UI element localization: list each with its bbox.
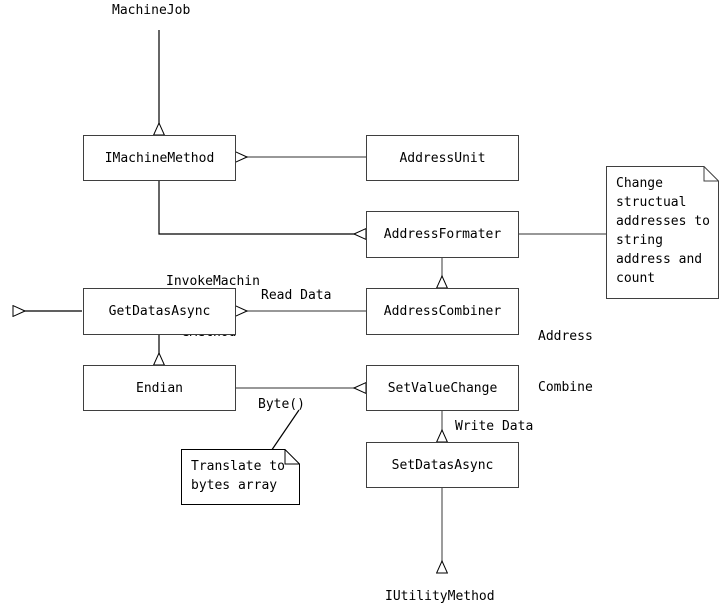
edge-label-byte-array: Byte() <box>258 397 305 412</box>
invoke-line-1: InvokeMachin <box>166 274 260 289</box>
edge-label-address-combine: Address Combine <box>538 294 593 430</box>
note-shape-translate-bytes <box>181 449 300 505</box>
node-addressformater[interactable]: AddressFormater <box>366 211 519 258</box>
node-label-addressunit: AddressUnit <box>399 150 486 166</box>
machinejob-label: MachineJob <box>112 3 191 18</box>
node-setdatasasync[interactable]: SetDatasAsync <box>366 442 519 488</box>
edge-label-read-data: Read Data <box>261 288 332 303</box>
note-text-address-change: Change structual addresses to string add… <box>616 176 710 286</box>
edge-label-write-data: Write Data <box>455 419 534 434</box>
node-imachinemethod[interactable]: IMachineMethod <box>83 135 236 181</box>
node-label-addresscombiner: AddressCombiner <box>383 304 502 319</box>
note-text-translate-bytes: Translate to bytes array <box>191 459 285 493</box>
edge-imachinemethod-to-addressformater <box>158 181 365 234</box>
note-translate-bytes: Translate to bytes array <box>181 449 300 505</box>
node-addressunit[interactable]: AddressUnit <box>366 135 519 181</box>
node-label-addressformater: AddressFormater <box>383 227 502 242</box>
node-getdatasasync[interactable]: GetDatasAsync <box>83 288 236 335</box>
node-setvaluechange[interactable]: SetValueChange <box>366 365 519 411</box>
address-combine-line-1: Address <box>538 329 593 344</box>
node-label-imachinemethod: IMachineMethod <box>104 150 215 166</box>
node-label-setdatasasync: SetDatasAsync <box>391 457 494 473</box>
address-combine-line-2: Combine <box>538 380 593 395</box>
note-shape-address-change <box>606 166 719 299</box>
node-label-endian: Endian <box>136 380 183 396</box>
node-label-getdatasasync: GetDatasAsync <box>108 304 211 319</box>
note-address-change: Change structual addresses to string add… <box>606 166 719 299</box>
node-endian[interactable]: Endian <box>83 365 236 411</box>
iutilitymethod-label: IUtilityMethod <box>385 589 495 604</box>
node-label-setvaluechange: SetValueChange <box>387 380 498 396</box>
node-addresscombiner[interactable]: AddressCombiner <box>366 288 519 335</box>
